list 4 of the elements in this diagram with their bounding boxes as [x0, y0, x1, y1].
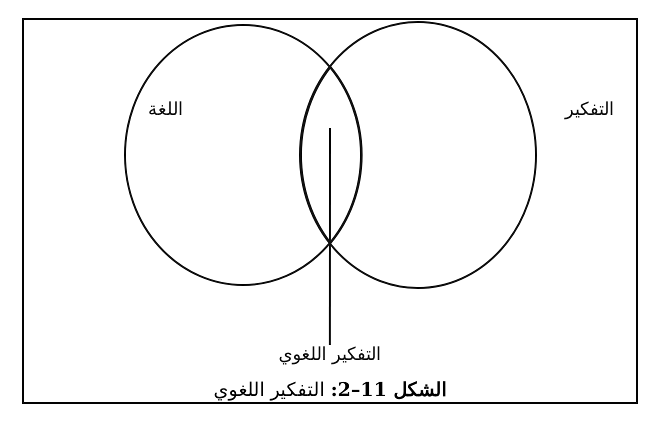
figure-caption: الشكل 11–2: التفكير اللغوي [214, 379, 446, 401]
callout-label: التفكير اللغوي [278, 343, 382, 365]
set-label: اللغة [148, 98, 183, 120]
set-label: التفكير [565, 98, 614, 120]
